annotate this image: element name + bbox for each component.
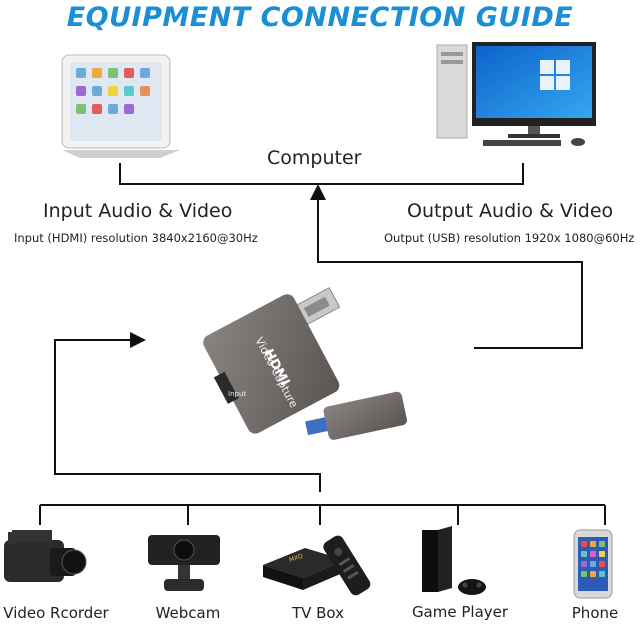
computer-label: Computer — [267, 147, 362, 169]
capture-card-icon: Video Capture HDMI — [203, 287, 407, 440]
source-label-video-recorder: Video Rcorder — [3, 604, 109, 622]
source-label-game-player: Game Player — [411, 603, 509, 621]
tv-box-icon: MXQ — [263, 535, 371, 596]
computer-bracket-line — [119, 163, 524, 185]
output-detail: Output (USB) resolution 1920x 1080@60Hz — [384, 231, 635, 245]
game-console-icon — [422, 526, 486, 595]
desktop-computer-icon — [436, 42, 596, 146]
tv-box-brand: MXQ — [288, 552, 304, 563]
output-path-line — [317, 198, 583, 349]
page-title: EQUIPMENT CONNECTION GUIDE — [66, 2, 574, 33]
connection-lines — [39, 163, 606, 525]
camcorder-icon — [4, 530, 87, 582]
input-detail: Input (HDMI) resolution 3840x2160@30Hz — [14, 231, 258, 245]
capture-card-port-label: Input — [228, 390, 247, 398]
source-label-phone: Phone — [571, 604, 619, 622]
source-label-webcam: Webcam — [155, 604, 221, 622]
input-heading: Input Audio & Video — [43, 200, 233, 222]
webcam-icon — [148, 535, 220, 591]
output-heading: Output Audio & Video — [407, 200, 614, 222]
source-label-tv-box: TV Box — [291, 604, 345, 622]
tablet-icon — [61, 54, 180, 158]
input-path-line — [54, 339, 321, 492]
arrow-up-icon — [310, 184, 326, 200]
arrow-right-icon — [130, 332, 146, 348]
smartphone-icon — [573, 529, 613, 599]
